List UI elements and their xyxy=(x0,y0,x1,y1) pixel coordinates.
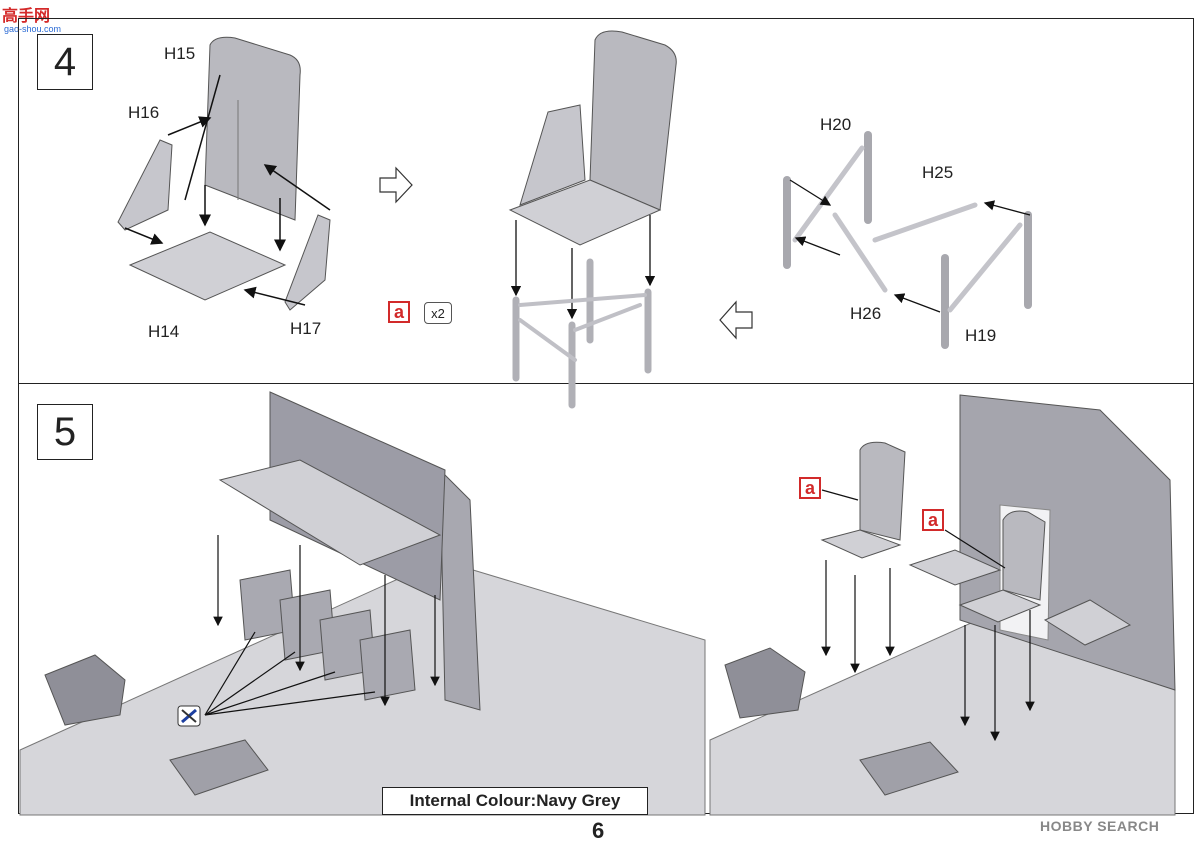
leg-frame-arrows xyxy=(789,179,1031,313)
label-h19: H19 xyxy=(965,326,997,345)
leg-frame-exploded xyxy=(783,131,1032,349)
outline-arrow-right xyxy=(379,166,413,204)
label-h25: H25 xyxy=(922,163,954,182)
step-4-number: 4 xyxy=(37,34,93,90)
label-h26: H26 xyxy=(850,304,882,323)
cabin-right-arrows xyxy=(821,489,1035,742)
label-h15: H15 xyxy=(164,44,196,63)
seat-back-h15 xyxy=(204,36,301,221)
glue-icon xyxy=(177,705,201,727)
logo-url: gao-shou.com xyxy=(4,24,62,34)
side-frame-h16 xyxy=(117,139,173,231)
label-h14: H14 xyxy=(148,322,180,341)
assembled-seat-arrows xyxy=(510,215,656,320)
assembled-seat xyxy=(508,30,677,246)
step-divider xyxy=(18,383,1194,384)
label-h20: H20 xyxy=(820,115,852,134)
page-number: 6 xyxy=(592,818,605,843)
watermark: HOBBY SEARCH xyxy=(1040,818,1160,834)
subassembly-a-badge-1: a xyxy=(799,477,821,499)
side-frame-h17 xyxy=(284,214,331,311)
cabin-right xyxy=(709,394,1176,816)
cabin-left xyxy=(19,391,706,816)
logo-title: 高手网 xyxy=(2,8,51,25)
step-5-number: 5 xyxy=(37,404,93,460)
outline-arrow-left xyxy=(719,300,753,340)
leg-frame-assembled xyxy=(512,258,652,409)
subassembly-a-badge: a xyxy=(388,301,410,323)
cabin-left-arrows xyxy=(204,535,440,716)
seat-pan-h14 xyxy=(128,231,287,301)
colour-note: Internal Colour:Navy Grey xyxy=(382,787,648,815)
label-h17: H17 xyxy=(290,319,322,338)
step4-arrows xyxy=(124,74,331,306)
subassembly-a-badge-2: a xyxy=(922,509,944,531)
label-h16: H16 xyxy=(128,103,160,122)
quantity-badge: x2 xyxy=(424,302,452,324)
